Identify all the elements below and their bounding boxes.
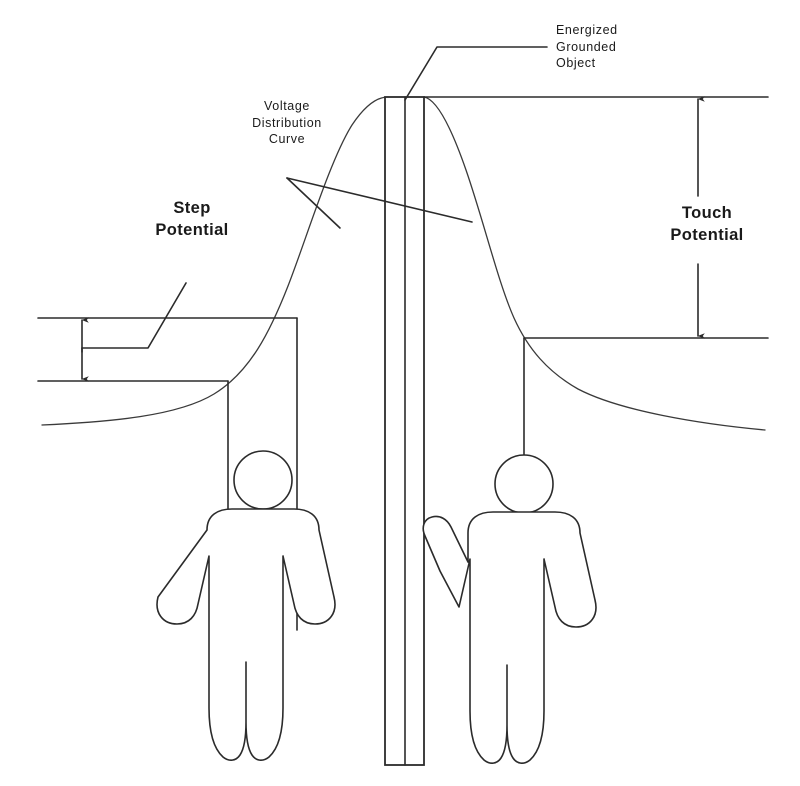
- left-person-body: [156, 508, 336, 761]
- right-potential-reference-lines: [423, 96, 769, 456]
- voltage-curve-leader-right: [286, 177, 473, 223]
- voltage-distribution-curve-leaders: [286, 177, 473, 229]
- energized-grounded-object-leader: [404, 46, 548, 101]
- voltage-curve-left-branch: [41, 96, 389, 426]
- right-person-body: [422, 511, 597, 764]
- person-touch-potential: [422, 454, 597, 764]
- label-touch-potential: Touch Potential: [670, 204, 744, 244]
- step-potential-leader-line: [81, 282, 187, 349]
- right-person-head: [494, 454, 554, 514]
- energized-grounded-object-pole: [384, 96, 425, 766]
- voltage-curve-leader-left: [286, 177, 341, 229]
- energized-grounded-object-leader-line: [404, 46, 548, 101]
- label-energized-grounded-object: Energized Grounded Object: [556, 23, 618, 70]
- left-person-head: [233, 450, 293, 510]
- step-potential-dimension: [81, 282, 187, 382]
- person-step-potential: [156, 450, 336, 761]
- voltage-curve-right-branch: [423, 96, 766, 431]
- voltage-distribution-curve: [41, 96, 766, 431]
- label-voltage-distribution-curve: Voltage Distribution Curve: [252, 99, 322, 146]
- label-step-potential: Step Potential: [155, 199, 229, 239]
